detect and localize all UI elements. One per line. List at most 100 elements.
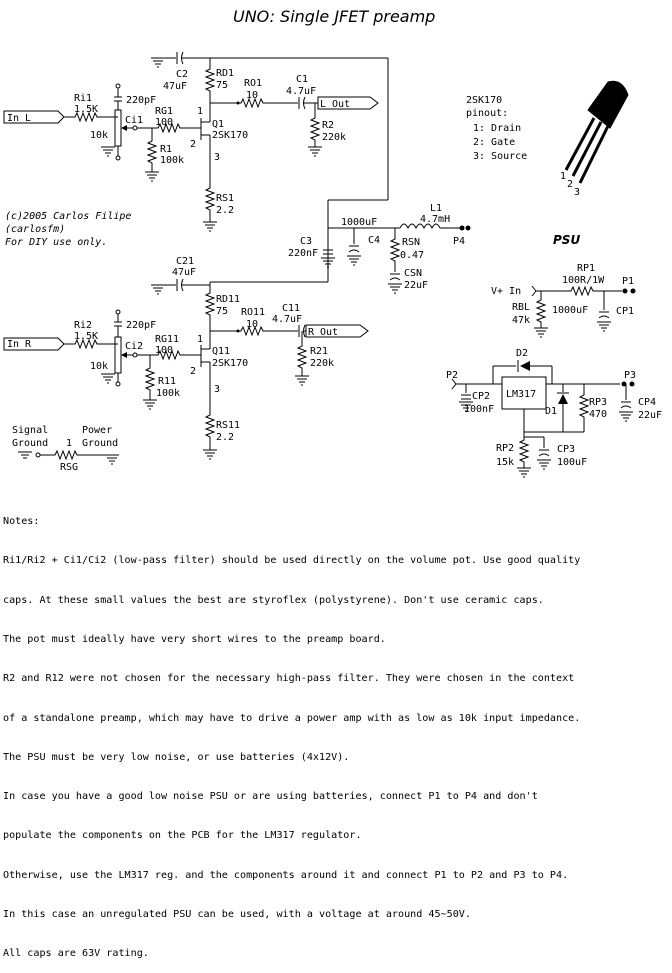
note-line: Notes: — [3, 516, 40, 528]
q1-part: 2SK170 — [212, 130, 248, 141]
c3-value: 220nF — [288, 248, 318, 259]
c11-label: C11 — [282, 303, 300, 314]
c2-label: C2 — [176, 69, 188, 80]
q1-pin1: 1 — [197, 106, 203, 117]
supply-filter: C3 220nF 1000uF C4 L1 4.7mH P4 RSN 0.47 … — [210, 200, 471, 294]
c4-label: C4 — [368, 235, 380, 246]
rs1-value: 2.2 — [216, 205, 234, 216]
rsg-pin: 1 — [66, 438, 72, 449]
ri1-value: 1.5K — [74, 104, 98, 115]
c21-label: C21 — [176, 256, 194, 267]
p4-label: P4 — [453, 236, 465, 247]
note-line: caps. At these small values the best are… — [3, 594, 544, 606]
rsn-label: RSN — [402, 237, 420, 248]
copyright-line-1: (c)2005 Carlos Filipe — [5, 211, 131, 222]
cp2-label: CP2 — [472, 391, 490, 402]
c1-value: 4.7uF — [286, 86, 316, 97]
cap-220pf-l: 220pF — [126, 95, 156, 106]
vin-label: V+ In — [491, 286, 521, 297]
note-line: In this case an unregulated PSU can be u… — [3, 909, 471, 920]
rd1-value: 75 — [216, 80, 228, 91]
q1-pin2: 2 — [190, 139, 196, 150]
cp4-label: CP4 — [638, 397, 656, 408]
rp3-label: RP3 — [589, 397, 607, 408]
rbl-label: RBL — [512, 302, 530, 313]
ri2-value: 1.5K — [74, 331, 98, 342]
power-ground-label: Ground — [82, 438, 118, 449]
output-label-l: L Out — [320, 99, 350, 110]
note-line: The pot must ideally have very short wir… — [3, 634, 386, 646]
q11-pin1: 1 — [197, 334, 203, 345]
ri1-label: Ri1 — [74, 93, 92, 104]
r2-label: R2 — [322, 120, 334, 131]
d1-label: D1 — [545, 406, 557, 417]
r2-value: 220k — [322, 132, 346, 143]
right-channel: In R Ri2 1.5K 220pF Ci2 10k RG11 100 R11… — [3, 256, 369, 460]
signal-ground-label: Ground — [12, 438, 48, 449]
csn-value: 22uF — [404, 280, 428, 291]
p3-label: P3 — [624, 370, 636, 381]
note-line: R2 and R12 were not chosen for the neces… — [3, 673, 575, 685]
rsg-label: RSG — [60, 462, 78, 473]
q11-pin2: 2 — [190, 366, 196, 377]
rg1-value: 100 — [155, 117, 173, 128]
note-line: Ri1/Ri2 + Ci1/Ci2 (low-pass filter) shou… — [3, 555, 581, 567]
cp4-value: 22uF — [638, 410, 662, 421]
power-label: Power — [82, 425, 112, 436]
input-terminal-l — [3, 110, 65, 124]
q11-pin3: 3 — [214, 384, 220, 395]
lm317-label: LM317 — [506, 389, 536, 400]
schematic-title: UNO: Single JFET preamp — [233, 7, 435, 26]
rg11-label: RG11 — [155, 334, 179, 345]
rd1-label: RD1 — [216, 68, 234, 79]
note-line: In case you have a good low noise PSU or… — [3, 791, 538, 803]
cp3-label: CP3 — [557, 444, 575, 455]
p1-label: P1 — [622, 276, 634, 287]
r1-label: R1 — [160, 144, 172, 155]
rp2-label: RP2 — [496, 443, 514, 454]
psu: PSU V+ In RP1 100R/1W P1 RBL 47k 1000uF … — [446, 233, 662, 478]
notes: Notes: Ri1/Ri2 + Ci1/Ci2 (low-pass filte… — [3, 489, 669, 973]
note-line: of a standalone preamp, which may have t… — [3, 712, 581, 724]
ro1-label: RO1 — [244, 78, 262, 89]
rsn-value: 0.47 — [400, 250, 424, 261]
rs11-value: 2.2 — [216, 432, 234, 443]
rs1-label: RS1 — [216, 193, 234, 204]
pot-r-label: Ci2 — [125, 341, 143, 352]
cap-220pf-r: 220pF — [126, 320, 156, 331]
r11-label: R11 — [158, 376, 176, 387]
output-label-r: R Out — [308, 327, 338, 338]
input-label-r: In R — [7, 339, 32, 350]
pinout-source: 3: Source — [473, 151, 527, 162]
r21-label: R21 — [310, 346, 328, 357]
rp1-value: 100R/1W — [562, 275, 605, 286]
q1-label: Q1 — [212, 119, 224, 130]
r11-value: 100k — [156, 388, 180, 399]
d2-label: D2 — [516, 348, 528, 359]
cp2-value: 100nF — [464, 404, 494, 415]
signal-label: Signal — [12, 425, 48, 436]
csn-label: CSN — [404, 268, 422, 279]
l1-label: L1 — [430, 203, 442, 214]
pinout: 2SK170 pinout: 1: Drain 2: Gate 3: Sourc… — [466, 80, 629, 198]
c21-value: 47uF — [172, 267, 196, 278]
transistor-body-icon — [587, 80, 629, 129]
c4-value: 1000uF — [341, 217, 377, 228]
note-line: All caps are 63V rating. — [3, 948, 149, 960]
pot-l-value: 10k — [90, 130, 108, 141]
rp3-value: 470 — [589, 409, 607, 420]
c11-value: 4.7uF — [272, 314, 302, 325]
input-terminal-r — [3, 337, 65, 351]
q11-part: 2SK170 — [212, 358, 248, 369]
c3-label: C3 — [300, 236, 312, 247]
leg-3: 3 — [574, 187, 580, 198]
rg1-label: RG1 — [155, 106, 173, 117]
rg11-value: 100 — [155, 345, 173, 356]
output-terminal-r — [305, 324, 369, 338]
r1-value: 100k — [160, 155, 184, 166]
output-terminal-l — [317, 96, 379, 110]
leg-1: 1 — [560, 171, 566, 182]
rp2-value: 15k — [496, 457, 514, 468]
pinout-gate: 2: Gate — [473, 137, 515, 148]
ro11-value: 10 — [246, 319, 258, 330]
